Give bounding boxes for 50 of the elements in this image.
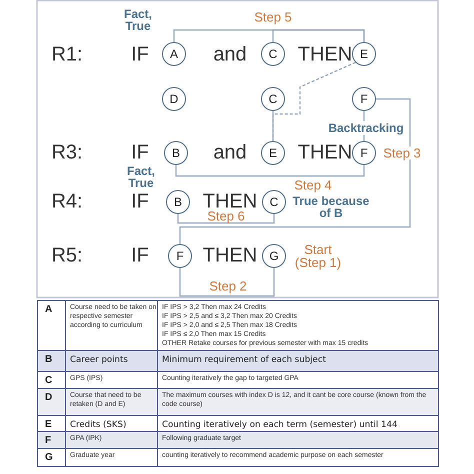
connector-line (175, 165, 365, 177)
table-cell: D (37, 388, 66, 416)
annotation-text: Fact, True (122, 8, 153, 32)
letter-circle: E (352, 42, 376, 66)
rule-text: IF (131, 44, 149, 66)
table-cell: A (37, 300, 66, 351)
letter-circle: C (262, 190, 286, 214)
connector-line (179, 98, 411, 244)
letter-circle: A (162, 42, 186, 66)
rule-text: R3: (51, 142, 83, 164)
rule-text: THEN (202, 190, 258, 212)
table-cell: Minimum requirement of each subject (157, 350, 439, 372)
edge-label: Step 2 (209, 280, 247, 292)
table-cell: Career points (65, 350, 158, 372)
annotation-text: True because of B (292, 195, 370, 219)
rule-text: THEN (298, 142, 352, 164)
edge-label: Step 4 (294, 178, 332, 192)
rule-text: IF (131, 190, 149, 214)
edge-label: Step 6 (207, 210, 245, 222)
connector-line (272, 111, 274, 141)
connector-line (177, 214, 275, 224)
annotation-text: Start (Step 1) (294, 243, 342, 269)
letter-circle: F (352, 87, 376, 111)
annotation-text: Fact, True (126, 165, 156, 189)
letter-circle: E (261, 141, 285, 165)
edge-label: Step 5 (254, 10, 292, 24)
table-cell: G (37, 448, 66, 467)
connector-line (272, 29, 365, 42)
rule-text: IF (131, 244, 149, 268)
rule-text: THEN (202, 244, 258, 268)
rule-text: R5: (51, 244, 83, 268)
table-cell: B (37, 350, 66, 372)
edge-label: Backtracking (326, 121, 406, 135)
annotation-text: Step 3 (383, 146, 421, 160)
letter-circle: D (162, 87, 186, 111)
letter-circle: G (262, 244, 286, 268)
connector-line (179, 268, 275, 297)
letter-circle: F (168, 244, 192, 268)
rule-text: THEN (298, 44, 352, 66)
letter-circle: B (166, 190, 190, 214)
rule-text: IF (131, 142, 149, 164)
rule-text: and (213, 44, 247, 66)
rule-text: R1: (51, 44, 83, 66)
rule-text: and (213, 142, 247, 164)
letter-circle: F (352, 141, 376, 165)
letter-circle: C (261, 87, 285, 111)
rule-text: R4: (51, 190, 83, 214)
letter-circle: C (261, 42, 285, 66)
letter-circle: B (164, 141, 188, 165)
table-cell: F (37, 431, 66, 449)
